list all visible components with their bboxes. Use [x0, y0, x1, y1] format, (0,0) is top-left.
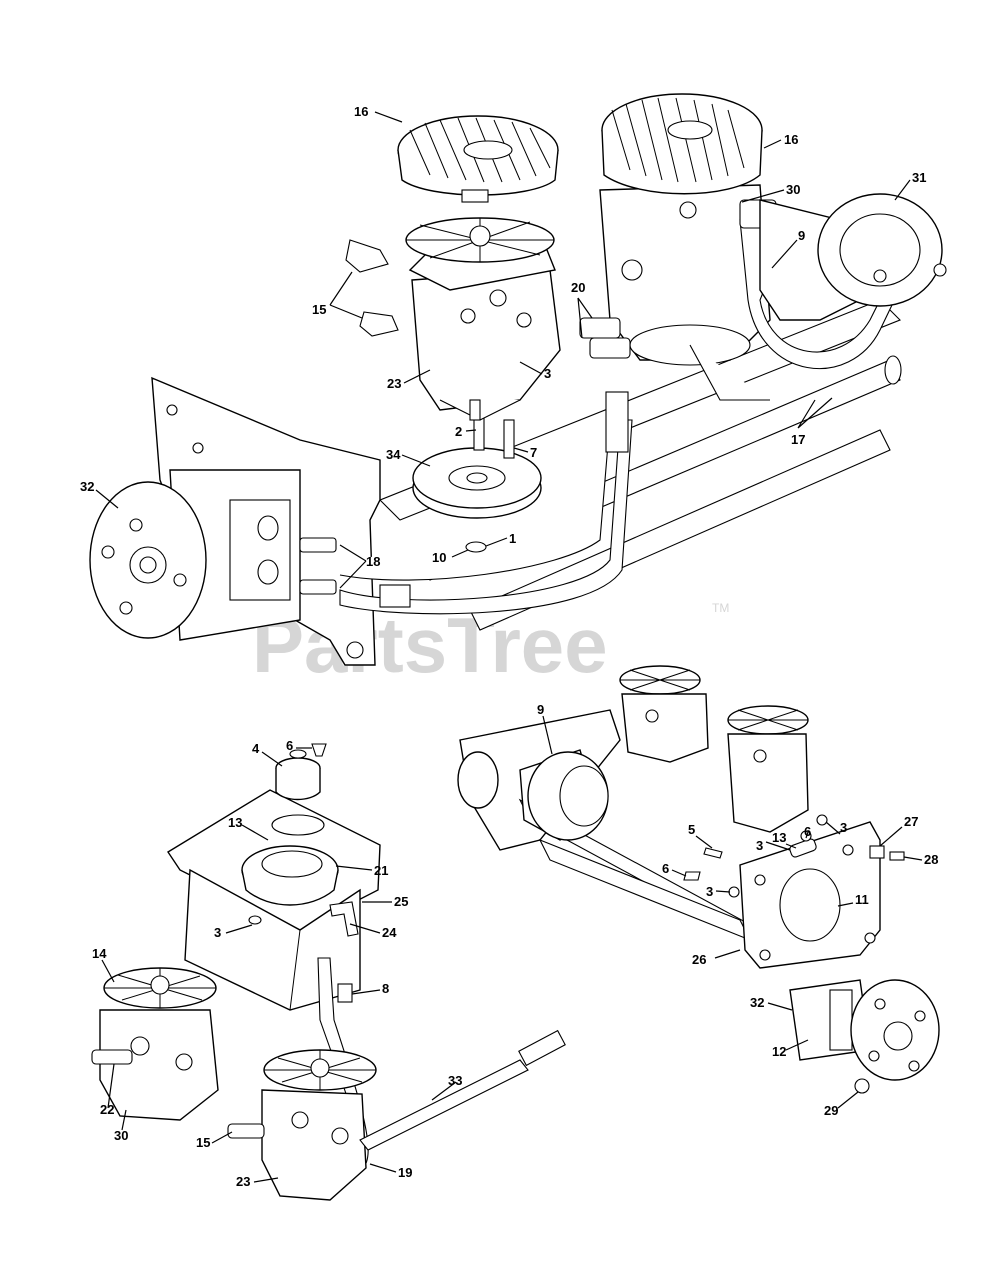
bolt-28	[889, 851, 905, 861]
reservoir-cap	[271, 749, 325, 836]
callout-3: 3	[756, 838, 763, 853]
rear-motor	[457, 751, 499, 809]
callout-8: 8	[382, 981, 389, 996]
callout-30: 30	[114, 1128, 128, 1143]
callout-3: 3	[706, 884, 713, 899]
callout-23: 23	[236, 1174, 250, 1189]
lower-wheel-motor	[789, 979, 940, 1081]
hydraulic-fittings-left	[299, 537, 337, 595]
right-wheel-motor	[759, 193, 947, 321]
callout-33: 33	[448, 1073, 462, 1088]
reservoir-tank	[184, 868, 361, 1011]
callout-1: 1	[509, 531, 516, 546]
callout-6: 6	[286, 738, 293, 753]
callout-13: 13	[772, 830, 786, 845]
callout-28: 28	[924, 852, 938, 867]
bottom-right-assembly	[457, 665, 940, 1109]
callout-27: 27	[904, 814, 918, 829]
fittings-15	[345, 239, 399, 337]
upper-pump-small-2	[727, 705, 809, 833]
callout-16: 16	[354, 104, 368, 119]
elbow-fitting	[329, 901, 359, 937]
lower-left-pump	[91, 967, 219, 1121]
lower-right-pump	[227, 1049, 377, 1201]
hose-33-fitting	[518, 1029, 566, 1067]
callout-22: 22	[100, 1102, 114, 1117]
callout-9: 9	[537, 702, 544, 717]
callout-32: 32	[80, 479, 94, 494]
nut-3c	[728, 886, 740, 898]
fitting-8	[337, 983, 353, 1003]
right-cap	[601, 93, 763, 195]
callout-15: 15	[312, 302, 326, 317]
callout-31: 31	[912, 170, 926, 185]
bolt-5	[703, 847, 723, 859]
fitting-27	[869, 845, 885, 859]
callout-4: 4	[252, 741, 260, 756]
bracket-plate	[739, 821, 881, 969]
callout-7: 7	[530, 445, 537, 460]
callout-14: 14	[92, 946, 107, 961]
callout-18: 18	[366, 554, 380, 569]
left-cap	[397, 115, 559, 203]
callout-3: 3	[214, 925, 221, 940]
callout-3: 3	[544, 366, 551, 381]
callout-29: 29	[824, 1103, 838, 1118]
callout-9: 9	[798, 228, 805, 243]
right-motor-9	[519, 749, 609, 841]
callouts-bottom-left: 6 4 13 21 25 3 24 14 8 33 22 30 15 23 19	[92, 738, 462, 1189]
upper-pump-small	[619, 665, 709, 763]
callout-21: 21	[374, 863, 388, 878]
callout-19: 19	[398, 1165, 412, 1180]
bottom-left-assembly	[91, 743, 566, 1201]
key	[473, 417, 485, 451]
callout-10: 10	[432, 550, 446, 565]
callout-3: 3	[840, 820, 847, 835]
bolt-6b	[683, 871, 701, 881]
callouts-top: 16 16 30 31 9 15 20 23 3 2 7 34 17 32 1 …	[80, 104, 926, 569]
callout-12: 12	[772, 1044, 786, 1059]
callout-15: 15	[196, 1135, 210, 1150]
callout-24: 24	[382, 925, 397, 940]
callout-2: 2	[455, 424, 462, 439]
left-wheel-motor	[89, 469, 301, 641]
callout-6: 6	[804, 824, 811, 839]
callout-11: 11	[855, 892, 869, 907]
right-pump	[579, 184, 771, 401]
callouts-bottom-right: 9 6 3 5 13 27 3 28 6 3 11 26 32 12 29	[537, 702, 938, 1118]
bolt-6	[311, 743, 327, 757]
hose-33	[359, 1059, 529, 1151]
callout-30: 30	[786, 182, 800, 197]
callout-16: 16	[784, 132, 798, 147]
bolt	[503, 419, 515, 459]
nut-3a	[816, 814, 828, 826]
callout-32: 32	[750, 995, 764, 1010]
callout-5: 5	[688, 822, 695, 837]
filter-housing	[241, 845, 339, 906]
left-pump	[405, 217, 561, 421]
callout-6: 6	[662, 861, 669, 876]
watermark-trademark: TM	[712, 601, 729, 615]
pulley	[412, 447, 542, 553]
top-assembly	[89, 93, 947, 666]
callout-26: 26	[692, 952, 706, 967]
callout-34: 34	[386, 447, 401, 462]
callout-17: 17	[791, 432, 805, 447]
callout-23: 23	[387, 376, 401, 391]
callout-20: 20	[571, 280, 585, 295]
nut-29	[854, 1078, 870, 1094]
callout-25: 25	[394, 894, 408, 909]
callout-13: 13	[228, 815, 242, 830]
washer-6a	[800, 830, 812, 842]
